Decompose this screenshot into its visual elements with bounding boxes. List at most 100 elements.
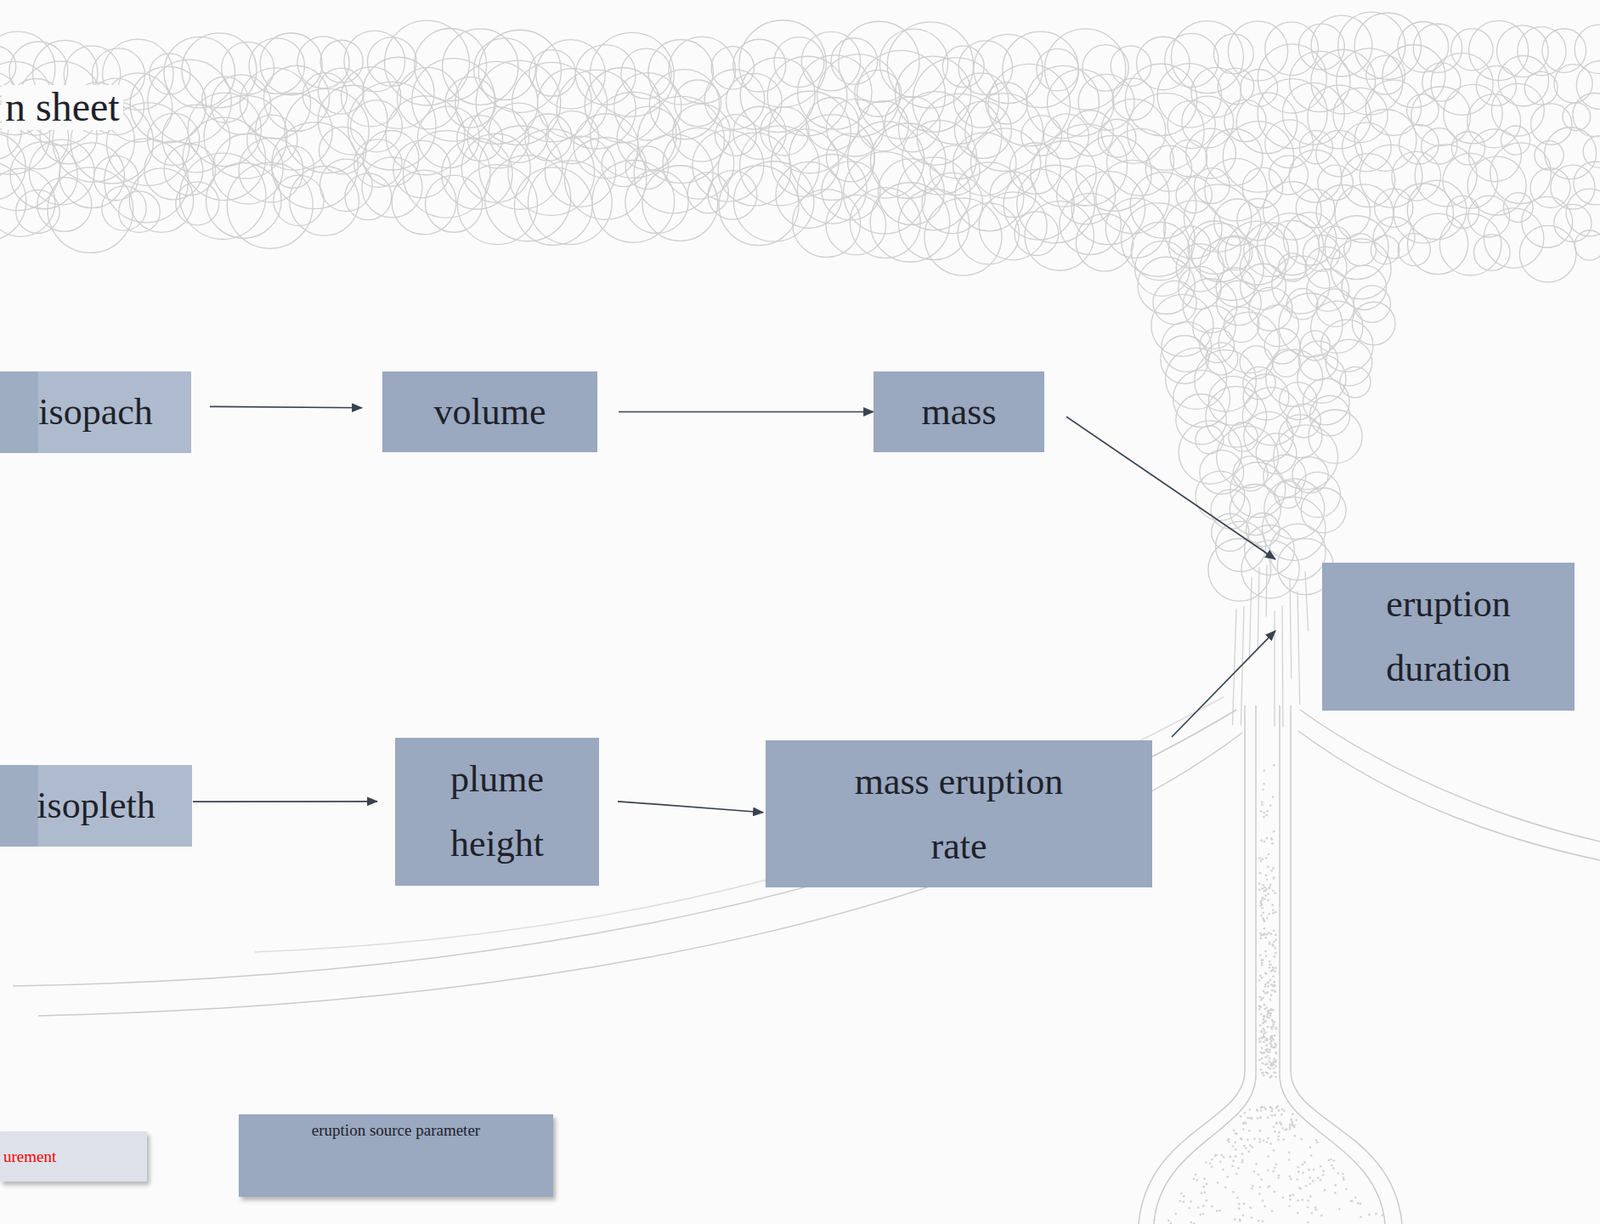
magma-bubble <box>1274 1043 1278 1046</box>
magma-bubble <box>1265 887 1268 891</box>
cloud-puff <box>1311 300 1363 353</box>
magma-bubble <box>1266 990 1270 994</box>
magma-bubble <box>1236 1196 1239 1199</box>
cloud-puff <box>879 28 948 97</box>
magma-bubble <box>1322 1170 1325 1173</box>
magma-bubble <box>1258 1058 1261 1062</box>
cloud-puff <box>1573 161 1600 205</box>
magma-bubble <box>1264 1062 1267 1066</box>
magma-bubble <box>1238 1202 1241 1205</box>
magma-bubble <box>1279 1121 1283 1125</box>
jet-streak <box>1289 577 1292 679</box>
magma-bubble <box>1272 1024 1275 1028</box>
magma-bubble <box>1260 1177 1263 1181</box>
arrow-connector <box>1066 416 1276 560</box>
cloud-puff <box>601 141 646 187</box>
cloud-puff <box>589 32 674 117</box>
magma-bubble <box>1257 1219 1261 1222</box>
cloud-puff <box>1333 87 1388 142</box>
magma-bubble <box>1277 1130 1281 1134</box>
magma-bubble <box>1322 1173 1325 1176</box>
cloud-puff <box>1241 540 1300 599</box>
magma-bubble <box>1272 1125 1276 1128</box>
cloud-puff <box>512 62 592 142</box>
cloud-puff <box>318 126 366 174</box>
magma-bubble <box>1239 1114 1243 1118</box>
magma-bubble <box>1263 1106 1267 1109</box>
magma-bubble <box>1267 1012 1271 1015</box>
magma-bubble <box>1256 1116 1260 1120</box>
cloud-puff <box>1439 213 1502 276</box>
cloud-puff <box>350 100 402 153</box>
cloud-puff <box>146 113 199 165</box>
magma-bubble <box>1288 1204 1291 1208</box>
magma-bubble <box>1261 883 1265 887</box>
magma-bubble <box>1203 1176 1206 1180</box>
cloud-puff <box>1170 21 1244 94</box>
cloud-puff <box>1014 211 1059 256</box>
magma-bubble <box>1195 1178 1199 1182</box>
magma-bubble <box>1274 910 1278 914</box>
magma-bubble <box>1270 1045 1273 1048</box>
magma-bubble <box>1261 1071 1265 1075</box>
magma-bubble <box>1267 1059 1271 1063</box>
magma-bubble <box>1290 1124 1294 1127</box>
cloud-puff <box>1017 164 1096 244</box>
magma-bubble <box>1192 1177 1196 1181</box>
magma-bubble <box>1289 1127 1292 1131</box>
arrow-connector <box>209 406 362 408</box>
cloud-puff <box>202 76 249 123</box>
magma-bubble <box>1260 963 1264 967</box>
cloud-puff <box>1239 245 1286 292</box>
magma-bubble <box>1235 1171 1239 1175</box>
magma-bubble <box>1263 920 1267 923</box>
magma-bubble <box>1232 1144 1235 1148</box>
magma-bubble <box>1271 1113 1274 1117</box>
magma-bubble <box>1264 1030 1267 1034</box>
magma-bubble <box>1288 1151 1291 1154</box>
magma-bubble <box>1269 1062 1273 1066</box>
magma-bubble <box>1209 1162 1212 1165</box>
magma-bubble <box>1219 1160 1222 1164</box>
jet-streak <box>1249 576 1252 660</box>
magma-bubble <box>1266 1047 1269 1051</box>
magma-bubble <box>1265 814 1268 817</box>
magma-bubble <box>1203 1185 1206 1188</box>
magma-bubble <box>1263 886 1267 889</box>
magma-bubble <box>1289 1198 1292 1201</box>
magma-bubble <box>1192 1221 1196 1224</box>
magma-bubble <box>1260 1036 1264 1040</box>
cloud-puff <box>870 123 946 199</box>
magma-bubble <box>1258 995 1261 999</box>
magma-bubble <box>1272 1008 1275 1012</box>
magma-bubble <box>1261 1198 1265 1202</box>
cloud-puff <box>478 29 561 113</box>
magma-bubble <box>1265 874 1268 877</box>
magma-bubble <box>1259 1116 1262 1120</box>
magma-bubble <box>1277 1175 1280 1179</box>
magma-bubble <box>1269 978 1273 982</box>
cloud-puff <box>1550 164 1595 210</box>
cloud-puff <box>767 56 847 136</box>
magma-bubble <box>1259 1185 1262 1188</box>
magma-bubble <box>1266 1012 1269 1016</box>
magma-bubble <box>1319 1178 1323 1182</box>
magma-bubble <box>1274 1051 1278 1055</box>
magma-bubble <box>1260 1057 1263 1060</box>
magma-bubble <box>1270 1043 1273 1046</box>
magma-bubble <box>1291 1113 1295 1116</box>
magma-bubble <box>1320 1214 1323 1217</box>
magma-bubble <box>1264 1055 1267 1058</box>
magma-bubble <box>1269 883 1273 887</box>
node-label: eruption duration <box>1351 571 1547 702</box>
cloud-puff <box>1407 213 1468 274</box>
process-box: mass eruption rate <box>765 740 1153 888</box>
magma-bubble <box>1334 1191 1337 1194</box>
magma-bubble <box>1260 961 1264 965</box>
cloud-puff <box>1255 433 1297 475</box>
magma-bubble <box>1266 991 1269 995</box>
cloud-puff <box>47 167 134 254</box>
cloud-puff <box>1101 98 1166 164</box>
magma-bubble <box>1260 1035 1264 1039</box>
ground-lines <box>12 696 1600 1224</box>
